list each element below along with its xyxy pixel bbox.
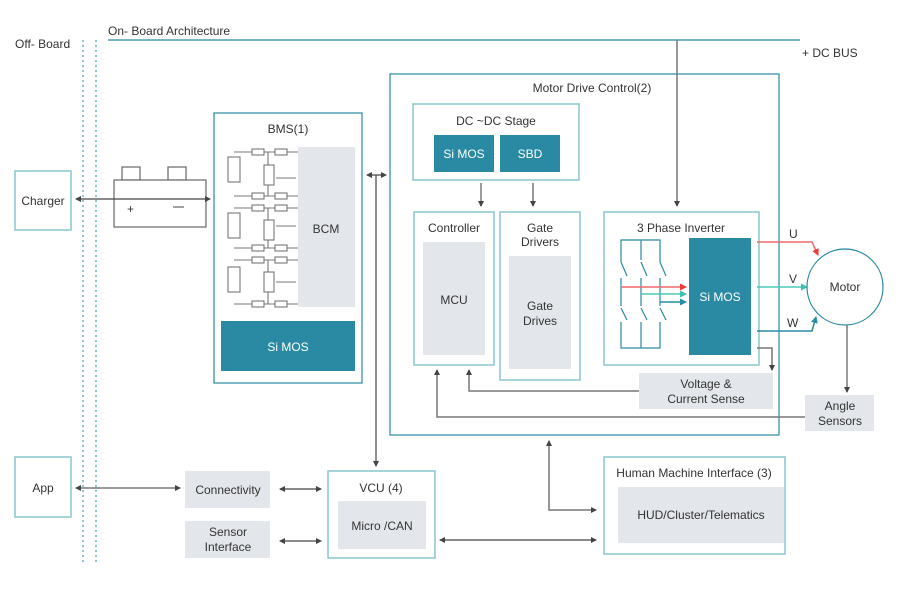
connectivity-block[interactable]: Connectivity — [185, 471, 270, 508]
controller-block[interactable]: Controller MCU — [413, 211, 495, 366]
bcm-label: BCM — [313, 222, 340, 236]
gate-drives-label-2: Drives — [523, 314, 557, 328]
angle-sensors-label-2: Sensors — [818, 414, 862, 428]
phase-u-output — [757, 241, 819, 256]
angle-controller-connector — [434, 369, 805, 418]
phase-u-label: U — [789, 227, 798, 241]
dcdc-sbd-label: SBD — [518, 147, 543, 161]
motordrive-hmi-connector — [546, 440, 597, 513]
vcu-title: VCU (4) — [359, 481, 402, 495]
motor-drive-control-block[interactable]: Motor Drive Control(2) — [389, 73, 780, 436]
bcm-box — [298, 147, 355, 307]
angle-sensors-label-1: Angle — [825, 399, 856, 413]
gate-drives-label-1: Gate — [527, 299, 553, 313]
battery-icon — [113, 166, 207, 228]
gate-drivers-block[interactable]: Gate Drivers Gate Drives — [499, 211, 581, 381]
phase-w-label: W — [787, 316, 799, 330]
inverter-simos-box — [689, 238, 751, 355]
phase-w-output — [757, 316, 818, 332]
inverter-switch-circuit-icon — [620, 239, 667, 349]
micro-can-box — [338, 501, 426, 549]
motor-block[interactable]: Motor — [806, 248, 884, 326]
sensor-interface-block[interactable]: Sensor Interface — [185, 521, 270, 558]
hud-label: HUD/Cluster/Telematics — [637, 508, 764, 522]
bms-title: BMS(1) — [268, 122, 309, 136]
dcdc-simos-box — [434, 135, 494, 172]
sensor-interface-label-2: Interface — [205, 540, 252, 554]
motor-label: Motor — [830, 280, 861, 294]
mcu-label: MCU — [440, 293, 467, 307]
sensor-interface-label-1: Sensor — [209, 525, 247, 539]
voltage-current-sense-block[interactable]: Voltage & Current Sense — [639, 373, 773, 409]
angle-sensors-block[interactable]: Angle Sensors — [805, 395, 874, 431]
bms-simos-label: Si MOS — [267, 340, 308, 354]
inverter-block[interactable]: 3 Phase Inverter Si MOS — [603, 211, 760, 366]
phase-v-label: V — [789, 272, 797, 286]
inverter-sense-connector — [757, 347, 775, 371]
charger-label: Charger — [21, 194, 64, 208]
battery-plus-icon: + — [127, 202, 134, 216]
hmi-title: Human Machine Interface (3) — [616, 466, 771, 480]
charger-block[interactable]: Charger — [14, 170, 72, 231]
motor-drive-title: Motor Drive Control(2) — [533, 81, 652, 95]
hmi-block[interactable]: Human Machine Interface (3) HUD/Cluster/… — [603, 456, 786, 555]
app-block[interactable]: App — [14, 456, 72, 518]
dcdc-stage-block[interactable]: DC ~DC Stage Si MOS SBD — [412, 103, 580, 181]
bms-simos-box — [221, 321, 355, 371]
micro-can-label: Micro /CAN — [351, 519, 412, 533]
inverter-simos-label: Si MOS — [699, 290, 740, 304]
voltage-sense-label-2: Current Sense — [667, 392, 745, 406]
sense-controller-connector — [466, 369, 639, 392]
dcdc-title: DC ~DC Stage — [456, 114, 536, 128]
dcdc-simos-label: Si MOS — [443, 147, 484, 161]
gate-drivers-title-1: Gate — [527, 221, 553, 235]
mcu-box — [423, 242, 485, 355]
voltage-sense-label-1: Voltage & — [680, 377, 731, 391]
dc-bus-label: + DC BUS — [802, 46, 858, 60]
app-label: App — [32, 481, 54, 495]
hud-box — [618, 487, 784, 543]
connectivity-label: Connectivity — [195, 483, 260, 497]
vcu-block[interactable]: VCU (4) Micro /CAN — [327, 470, 436, 559]
inverter-title: 3 Phase Inverter — [637, 221, 725, 235]
gate-drives-box — [509, 256, 571, 369]
bms-cell-circuit-icon — [227, 148, 298, 308]
off-board-label: Off- Board — [15, 37, 70, 51]
gate-drivers-title-2: Drivers — [521, 235, 559, 249]
controller-title: Controller — [428, 221, 480, 235]
on-board-label: On- Board Architecture — [108, 24, 230, 38]
dcdc-sbd-box — [500, 135, 560, 172]
